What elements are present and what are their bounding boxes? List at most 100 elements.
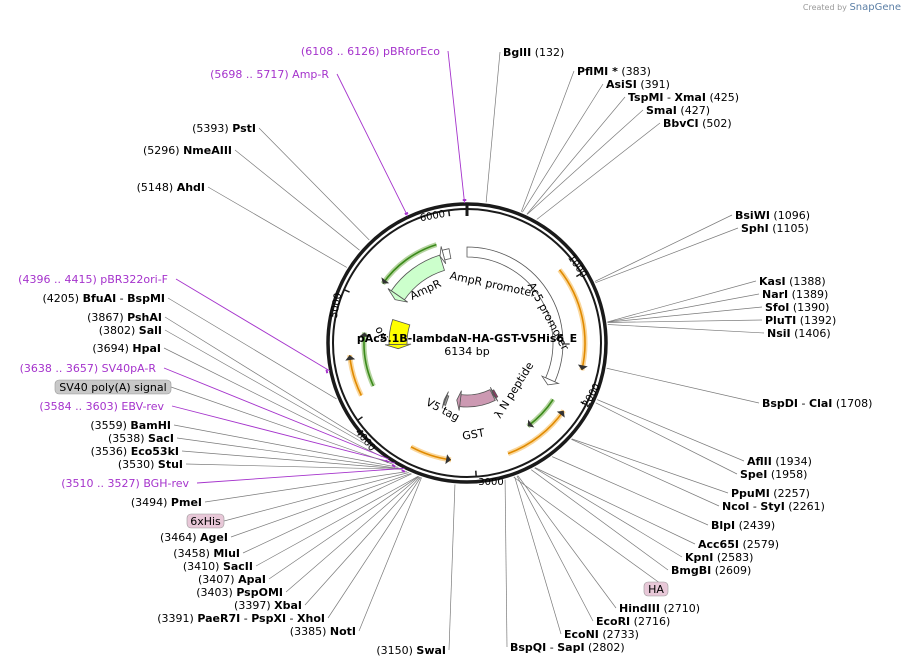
enzyme-position: (1958) — [767, 468, 807, 481]
primer-marker — [404, 211, 409, 216]
site-leader-line — [163, 347, 383, 458]
enzyme-name: XmaI — [674, 91, 705, 104]
feature-box-leader — [170, 386, 394, 465]
backbone — [326, 202, 608, 484]
enzyme-name: XhoI — [297, 612, 325, 625]
site-label: SmaI (427) — [646, 104, 710, 117]
enzyme-position: (2609) — [711, 564, 751, 577]
created-by-text: Created by — [802, 3, 847, 12]
orf-arrow-halo — [409, 444, 452, 463]
site-leader-line — [597, 399, 745, 462]
enzyme-position: (2710) — [660, 602, 700, 615]
primer-leader-line — [163, 367, 389, 460]
site-leader-line — [164, 316, 364, 441]
enzyme-position: (3867) — [87, 311, 127, 324]
enzyme-name: AflII — [747, 455, 772, 468]
enzyme-position: (1096) — [770, 209, 810, 222]
site-leader-line — [448, 484, 456, 651]
site-label: (3494) PmeI — [131, 496, 202, 509]
primer-leader-line — [447, 50, 466, 204]
site-leader-line — [607, 306, 763, 323]
orf-arrow-halo — [347, 354, 364, 397]
enzyme-name: StyI — [760, 500, 784, 513]
ac5-promoter-arrow-head — [540, 375, 560, 386]
enzyme-name: BspQI — [510, 641, 546, 654]
enzyme-name: PpuMI — [731, 487, 770, 500]
primer-label: (3638 .. 3657) SV40pA-R — [20, 362, 157, 375]
site-label: HindIII (2710) — [619, 602, 700, 615]
primer-marker — [391, 463, 396, 468]
ampr-arrow-head — [387, 288, 408, 303]
primer-marker — [401, 469, 406, 473]
orf-arrow-halo — [557, 268, 588, 371]
enzyme-name: NcoI — [722, 500, 749, 513]
feature-box — [54, 379, 172, 395]
enzyme-name: EcoNI — [564, 628, 599, 641]
feature-box-label: 6xHis — [190, 515, 221, 528]
site-label: BmgBI (2609) — [671, 564, 751, 577]
site-label: SpeI (1958) — [740, 468, 807, 481]
enzyme-name: StuI — [158, 458, 183, 471]
site-leader-line — [285, 476, 420, 593]
site-leader-line — [534, 467, 683, 558]
enzyme-position: (2733) — [599, 628, 639, 641]
enzyme-name: BlpI — [711, 519, 735, 532]
site-leader-line — [607, 280, 757, 323]
enzyme-position: (1388) — [786, 275, 826, 288]
site-label: PluTI (1392) — [765, 314, 836, 327]
tick-label: 3000 — [478, 477, 503, 488]
site-labels: BglII (132)PflMI * (383)AsiSI (391)TspMI… — [18, 45, 872, 657]
enzyme-position: (3530) — [118, 458, 158, 471]
plasmid-size: 6134 bp — [444, 345, 489, 358]
lambda-n-peptide-arrow-head — [489, 387, 499, 402]
enzyme-position: (3397) — [234, 599, 274, 612]
enzyme-name: BglII — [503, 46, 531, 59]
site-leader-line — [181, 450, 402, 470]
enzyme-name: TspMI — [628, 91, 664, 104]
enzyme-name: HpaI — [132, 342, 161, 355]
enzyme-name: SalI — [139, 324, 162, 337]
gst-label: GST — [461, 426, 485, 443]
ampr-promoter-arrow-head — [439, 246, 447, 265]
enzyme-position: (3385) — [290, 625, 330, 638]
site-leader-line — [504, 479, 508, 648]
enzyme-position: - — [240, 612, 251, 625]
enzyme-position: (2802) — [585, 641, 625, 654]
site-label: AsiSI (391) — [606, 78, 670, 91]
enzyme-position: (1934) — [772, 455, 812, 468]
site-label: (3397) XbaI — [234, 599, 302, 612]
tick-mark — [343, 288, 350, 293]
site-label: (5296) NmeAIII — [143, 144, 232, 157]
enzyme-position: - — [546, 641, 557, 654]
site-leader-line — [230, 473, 411, 538]
enzyme-position: (3458) — [173, 547, 213, 560]
site-label: (3403) PspOMI — [196, 586, 283, 599]
site-leader-line — [207, 186, 347, 268]
enzyme-position: (391) — [637, 78, 670, 91]
enzyme-name: SapI — [557, 641, 584, 654]
enzyme-position: (2257) — [770, 487, 810, 500]
site-label: (3530) StuI — [118, 458, 183, 471]
enzyme-name: Acc65I — [698, 538, 739, 551]
primer-leader-line — [171, 405, 396, 464]
orf-arrow — [382, 243, 437, 285]
site-label: (3458) MluI — [173, 547, 240, 560]
tick-label: 6000 — [419, 209, 446, 224]
enzyme-name: KasI — [759, 275, 786, 288]
primer-label: (4396 .. 4415) pBR322ori-F — [18, 273, 168, 286]
enzyme-position: - — [749, 500, 760, 513]
site-leader-line — [258, 127, 370, 241]
orf-arrowhead — [381, 277, 390, 284]
site-leader-line — [536, 122, 661, 220]
enzyme-position: (2439) — [735, 519, 775, 532]
enzyme-position: - — [664, 91, 675, 104]
site-leader-line — [204, 471, 407, 503]
site-label: KpnI (2583) — [685, 551, 753, 564]
site-label: BspDI - ClaI (1708) — [762, 397, 872, 410]
enzyme-position: - — [116, 292, 127, 305]
enzyme-position: (3559) — [90, 419, 130, 432]
enzyme-position: (132) — [531, 46, 564, 59]
site-leader-line — [517, 475, 617, 609]
lambda-n-peptide-label: λ N peptide — [492, 360, 537, 421]
enzyme-name: BmgBI — [671, 564, 711, 577]
